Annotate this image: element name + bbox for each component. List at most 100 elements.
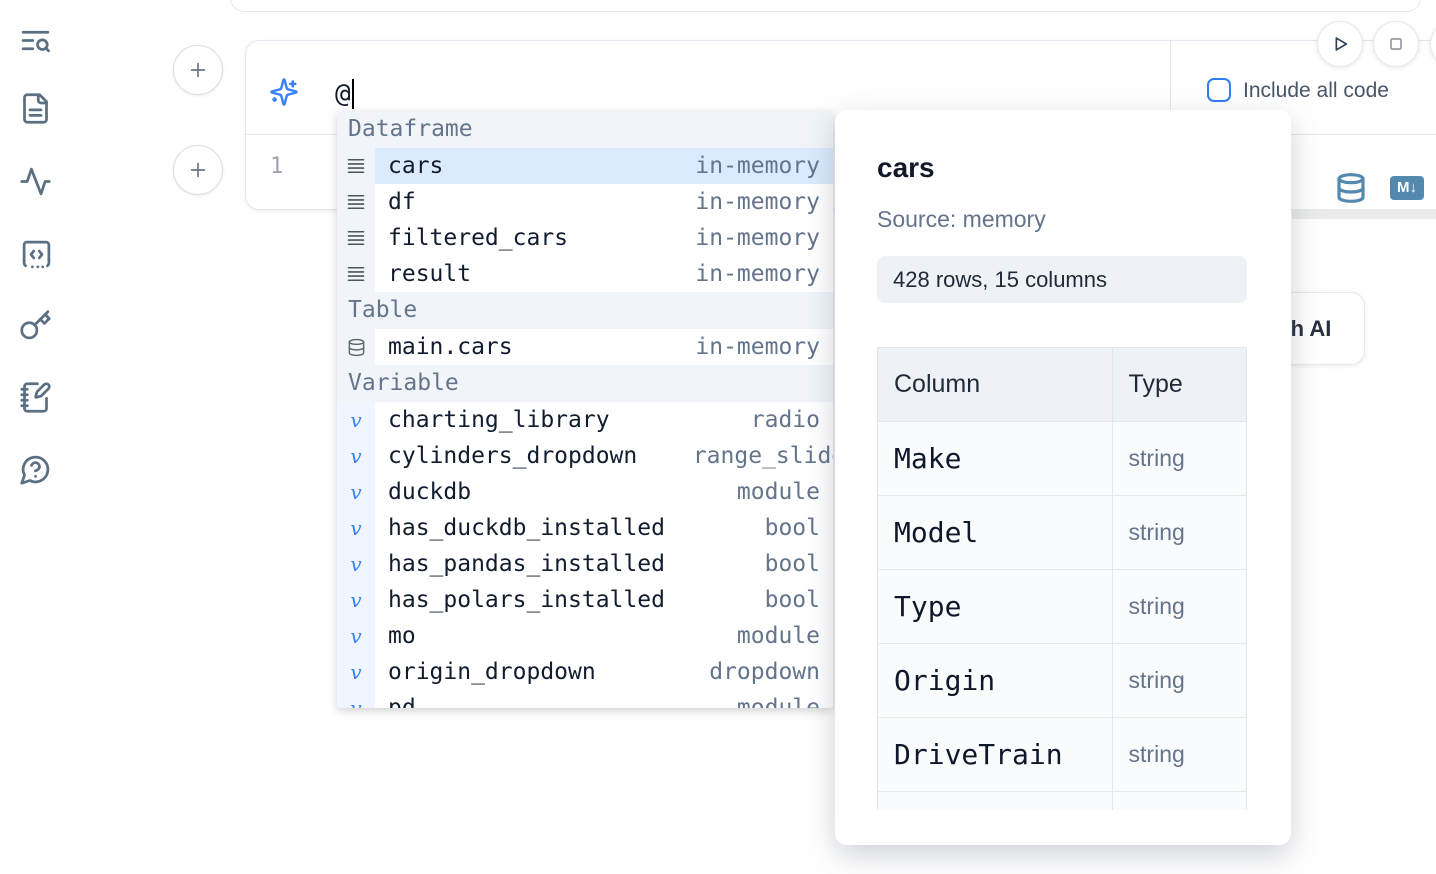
column-type: string (1111, 495, 1247, 570)
autocomplete-section-header: Variable (337, 365, 833, 402)
schema-header-type: Type (1111, 347, 1247, 422)
item-name: charting_library (388, 407, 610, 433)
autocomplete-item-origin_dropdown[interactable]: v origin_dropdown dropdown (337, 654, 833, 690)
item-detail: in-memory (695, 261, 820, 287)
variable-icon: v (350, 480, 362, 504)
autocomplete-item-cars[interactable]: cars in-memory (337, 148, 833, 184)
scratchpad-notebook-icon[interactable] (19, 381, 52, 414)
item-detail: module (736, 623, 820, 649)
variable-kind-icon: v (337, 474, 375, 510)
dataframe-menu-icon (347, 158, 365, 174)
plus-icon (190, 62, 206, 78)
item-name: has_polars_installed (388, 587, 665, 613)
autocomplete-item-has_duckdb_installed[interactable]: v has_duckdb_installed bool (337, 510, 833, 546)
line-number: 1 (270, 154, 284, 179)
help-chat-icon[interactable] (19, 453, 52, 486)
variable-icon: v (350, 516, 362, 540)
item-name: origin_dropdown (388, 659, 596, 685)
variable-kind-icon: v (337, 438, 375, 474)
column-name: Type (877, 569, 1113, 644)
stop-button[interactable] (1373, 21, 1419, 67)
item-name: mo (388, 623, 416, 649)
convert-to-markdown-button[interactable]: M↓ (1390, 176, 1424, 200)
run-cell-button[interactable] (1317, 21, 1363, 67)
item-name: cylinders_dropdown (388, 443, 638, 469)
variable-icon: v (350, 444, 362, 468)
item-name: filtered_cars (388, 225, 569, 251)
variable-icon: v (350, 660, 362, 684)
preview-source: Source: memory (877, 206, 1046, 232)
item-detail: dropdown (709, 659, 820, 685)
item-detail: in-memory (695, 334, 820, 360)
previous-cell-bottom-edge (230, 0, 1421, 12)
preview-title: cars (877, 152, 935, 183)
ai-prompt-input[interactable]: @ (335, 74, 1155, 114)
dataframe-kind-icon (337, 184, 375, 220)
item-name: df (388, 189, 416, 215)
database-icon (1337, 173, 1365, 203)
item-detail: bool (764, 515, 820, 541)
include-all-code-checkbox[interactable] (1207, 78, 1231, 102)
item-name: has_pandas_installed (388, 551, 665, 577)
ai-sparkles-icon (269, 77, 299, 107)
cell-bottom-strip (1292, 209, 1436, 219)
autocomplete-section-header: Table (337, 292, 833, 329)
file-document-icon[interactable] (19, 92, 52, 125)
add-cell-button-top[interactable] (173, 45, 223, 95)
list-search-icon[interactable] (19, 24, 52, 57)
variable-kind-icon: v (337, 690, 375, 708)
snippets-code-icon[interactable] (20, 238, 53, 271)
item-detail: in-memory (695, 153, 820, 179)
plus-icon (190, 162, 206, 178)
autocomplete-item-filtered_cars[interactable]: filtered_cars in-memory (337, 220, 833, 256)
item-detail: module (736, 479, 820, 505)
activity-icon[interactable] (19, 165, 52, 198)
item-detail: bool (764, 551, 820, 577)
autocomplete-item-main.cars[interactable]: main.cars in-memory (337, 329, 833, 365)
column-type: string (1111, 569, 1247, 644)
variable-kind-icon: v (337, 654, 375, 690)
ai-prompt-value: @ (335, 79, 351, 109)
dataframe-preview-popup: cars Source: memory 428 rows, 15 columns… (835, 110, 1291, 845)
table-kind-icon (337, 329, 375, 365)
dataframe-menu-icon (347, 266, 365, 282)
item-name: main.cars (388, 334, 513, 360)
variable-kind-icon: v (337, 618, 375, 654)
item-detail: radio (750, 407, 820, 433)
column-name: DriveTrain (877, 717, 1113, 792)
variable-icon: v (350, 696, 362, 708)
variable-kind-icon: v (337, 582, 375, 618)
column-name: Make (877, 421, 1113, 496)
item-name: cars (388, 153, 444, 179)
variable-kind-icon: v (337, 402, 375, 438)
autocomplete-item-charting_library[interactable]: v charting_library radio (337, 402, 833, 438)
schema-header-column: Column (877, 347, 1113, 422)
text-cursor (351, 79, 354, 109)
dataframe-kind-icon (337, 220, 375, 256)
item-detail: in-memory (695, 225, 820, 251)
autocomplete-item-has_pandas_installed[interactable]: v has_pandas_installed bool (337, 546, 833, 582)
preview-shape-badge: 428 rows, 15 columns (877, 256, 1247, 303)
key-icon[interactable] (19, 309, 52, 342)
variable-icon: v (350, 588, 362, 612)
schema-row-partial (877, 791, 1247, 810)
convert-to-sql-button[interactable] (1335, 170, 1367, 211)
item-name: has_duckdb_installed (388, 515, 665, 541)
dataframe-menu-icon (347, 194, 365, 210)
add-cell-button-bottom[interactable] (173, 145, 223, 195)
variable-icon: v (350, 552, 362, 576)
